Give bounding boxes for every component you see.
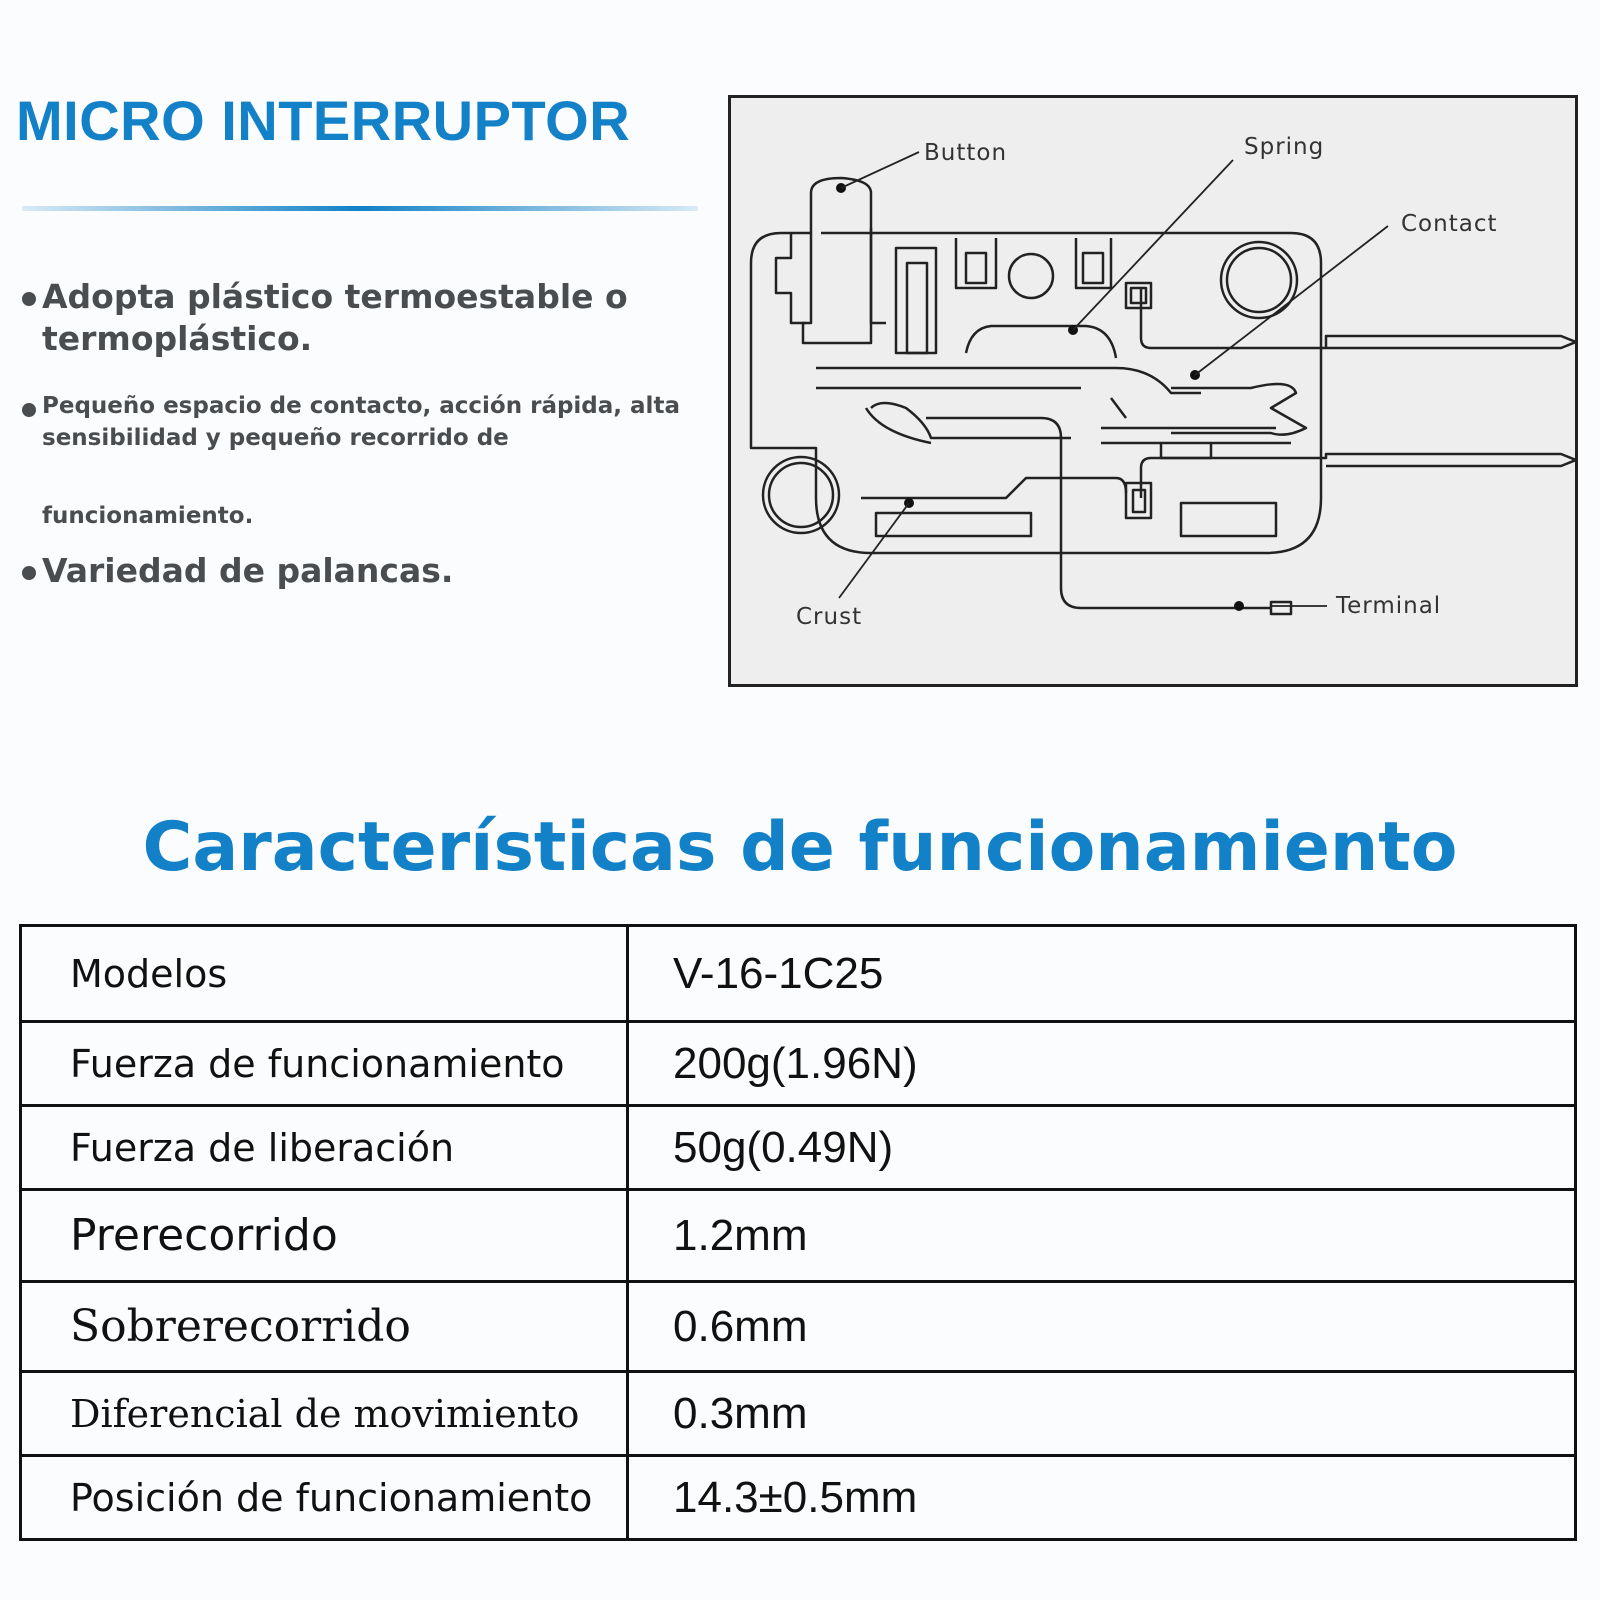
table-row: Modelos V-16-1C25 <box>19 924 1577 1023</box>
button-plunger <box>801 176 873 345</box>
feature-text: Pequeño espacio de contacto, acción rápi… <box>42 393 680 451</box>
bullet-icon <box>22 403 36 417</box>
label-terminal: Terminal <box>1335 593 1441 619</box>
feature-text-continuation: funcionamiento. <box>42 503 254 529</box>
spec-value: 14.3±0.5mm <box>626 1454 1577 1541</box>
page-title: MICRO INTERRUPTOR <box>16 89 631 152</box>
table-row: Fuerza de liberación 50g(0.49N) <box>19 1104 1577 1191</box>
table-row: Sobrerecorrido 0.6mm <box>19 1280 1577 1373</box>
feature-item: Variedad de palancas. <box>20 550 680 592</box>
spec-label: Fuerza de funcionamiento <box>19 1020 629 1107</box>
bullet-icon <box>22 566 36 580</box>
switch-diagram: Button Spring Contact Crust Terminal <box>728 95 1578 687</box>
feature-text: Variedad de palancas. <box>42 551 454 590</box>
specs-title: Características de funcionamiento <box>142 808 1458 887</box>
spec-label: Fuerza de liberación <box>19 1104 629 1191</box>
spec-value: V-16-1C25 <box>626 924 1577 1023</box>
spec-value: 0.6mm <box>626 1280 1577 1373</box>
bullet-icon <box>22 292 36 306</box>
table-row: Posición de funcionamiento 14.3±0.5mm <box>19 1454 1577 1541</box>
table-row: Diferencial de movimiento 0.3mm <box>19 1370 1577 1457</box>
spec-value: 0.3mm <box>626 1370 1577 1457</box>
label-contact: Contact <box>1401 211 1497 237</box>
label-spring: Spring <box>1244 134 1324 160</box>
spec-value: 200g(1.96N) <box>626 1020 1577 1107</box>
spec-value: 50g(0.49N) <box>626 1104 1577 1191</box>
specs-table: Modelos V-16-1C25 Fuerza de funcionamien… <box>19 924 1577 1541</box>
leader-lines <box>838 151 1389 607</box>
feature-text: Adopta plástico termoestable o termoplás… <box>42 277 628 358</box>
feature-item: Adopta plástico termoestable o termoplás… <box>20 276 680 360</box>
spec-label: Sobrerecorrido <box>19 1280 629 1373</box>
spec-value: 1.2mm <box>626 1188 1577 1283</box>
switch-cross-section: Button Spring Contact Crust Terminal <box>749 134 1575 630</box>
feature-item: Pequeño espacio de contacto, acción rápi… <box>20 390 680 532</box>
spec-label: Diferencial de movimiento <box>19 1370 629 1457</box>
spec-label: Posición de funcionamiento <box>19 1454 629 1541</box>
title-divider <box>22 206 698 211</box>
label-crust: Crust <box>796 604 862 630</box>
table-row: Fuerza de funcionamiento 200g(1.96N) <box>19 1020 1577 1107</box>
label-button: Button <box>924 140 1007 166</box>
feature-list: Adopta plástico termoestable o termoplás… <box>20 276 680 592</box>
spec-label: Modelos <box>19 924 629 1023</box>
table-row: Prerecorrido 1.2mm <box>19 1188 1577 1283</box>
spec-label: Prerecorrido <box>19 1188 629 1283</box>
